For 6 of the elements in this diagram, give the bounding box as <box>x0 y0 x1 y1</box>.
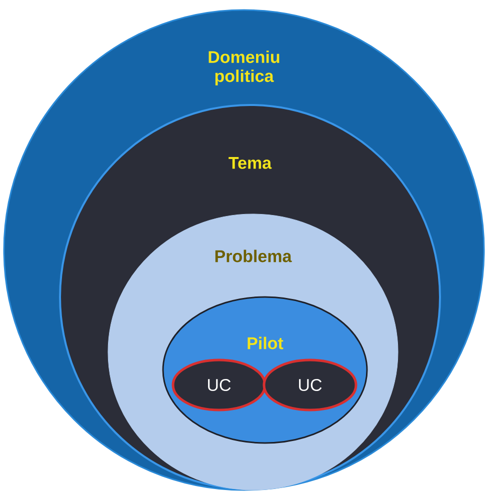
region-label: UC <box>299 378 322 392</box>
region-label: Problema <box>215 250 292 262</box>
region-label: Pilot <box>248 336 284 350</box>
region-label: Tema <box>228 157 272 169</box>
region-label: UC <box>208 378 231 392</box>
region-label: Domeniu politica <box>208 50 280 86</box>
